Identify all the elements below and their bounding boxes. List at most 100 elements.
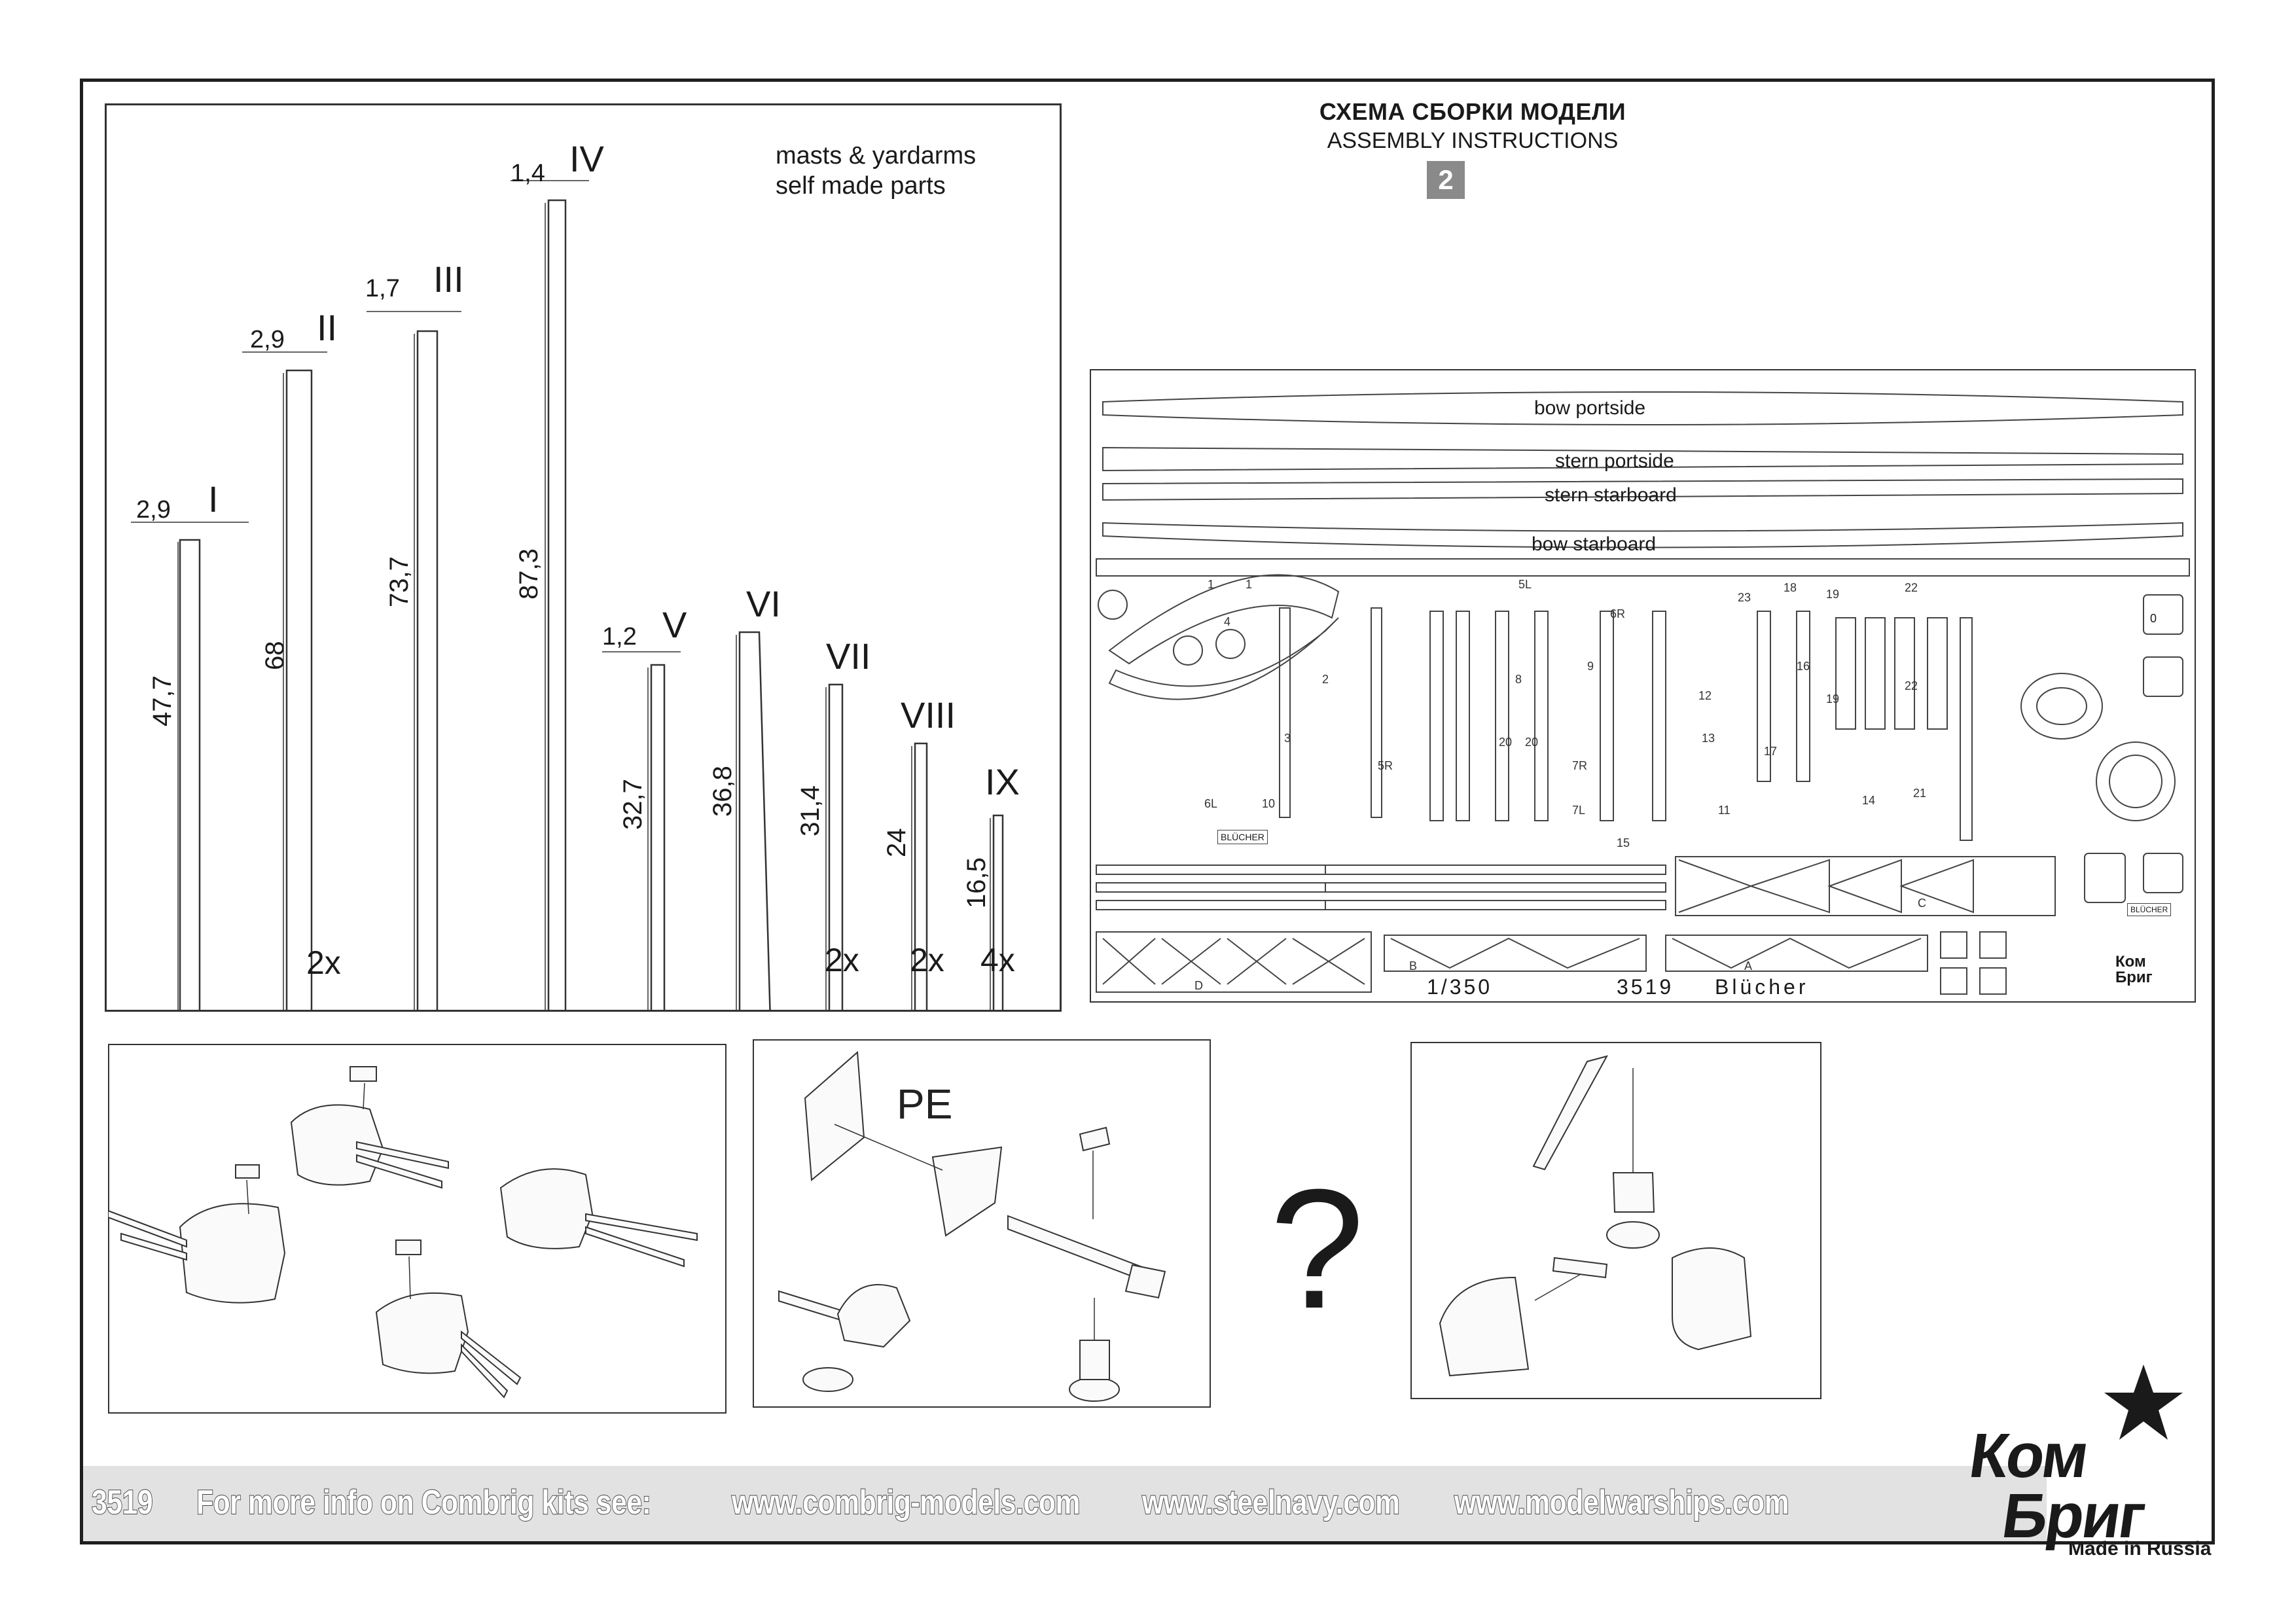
mast-numeral-9: IX	[985, 761, 1020, 802]
masts-note: masts & yardarms self made parts	[776, 141, 976, 201]
title-en: ASSEMBLY INSTRUCTIONS	[1327, 128, 1619, 153]
svg-text:11: 11	[1718, 804, 1731, 817]
footer-bar	[83, 1466, 2047, 1541]
pe-shield-bent	[931, 1146, 1003, 1237]
masts-note-line1: masts & yardarms	[776, 142, 977, 169]
svg-text:23: 23	[1738, 591, 1751, 604]
svg-text:8: 8	[1515, 673, 1522, 686]
svg-text:C: C	[1918, 897, 1926, 910]
gun-barrel	[1532, 1055, 1609, 1171]
mast-part-6	[738, 631, 771, 1012]
svg-text:A: A	[1744, 959, 1752, 972]
mast-length-4: 87,3	[514, 548, 543, 599]
stern-starboard-strip	[1102, 478, 2183, 501]
svg-text:10: 10	[1262, 797, 1275, 810]
footer-link-modelwarships[interactable]: www.modelwarships.com	[1454, 1483, 1789, 1522]
mast-length-8: 24	[882, 828, 911, 858]
gun-cradle	[1612, 1172, 1655, 1213]
mast-numeral-2: II	[317, 307, 338, 348]
mast-qty-1: 2x	[306, 944, 341, 981]
mast-length-2: 68	[260, 641, 289, 671]
pe-assembly-drawing	[778, 1050, 1166, 1402]
page-frame	[80, 79, 2215, 1544]
gun-mount-1	[1124, 1264, 1166, 1299]
mast-numeral-8: VIII	[901, 694, 956, 736]
mount-clip	[1079, 1126, 1111, 1152]
mast-part-9	[992, 814, 1004, 1012]
svg-text:19: 19	[1826, 588, 1839, 601]
mast-part-3	[416, 330, 439, 1012]
svg-text:20: 20	[1525, 736, 1538, 749]
turret-2	[179, 1203, 286, 1304]
mast-length-7: 31,4	[796, 785, 825, 836]
fret-label-stern-portside: stern portside	[1555, 450, 1674, 472]
fret-label-bow-portside: bow portside	[1534, 397, 1646, 419]
mast-numeral-6: VI	[746, 583, 781, 624]
truss-section-c	[1675, 856, 2056, 916]
footer-info: For more info on Combrig kits see:	[196, 1483, 651, 1522]
pe-label: PE	[897, 1080, 953, 1128]
mast-length-6: 36,8	[708, 766, 737, 817]
svg-text:6R: 6R	[1610, 607, 1625, 620]
svg-text:7L: 7L	[1572, 804, 1585, 817]
pe-shield-flat	[804, 1050, 865, 1181]
svg-text:12: 12	[1698, 689, 1712, 702]
gun-bracket	[1552, 1257, 1608, 1279]
mast-qty-8: 2x	[910, 942, 944, 978]
svg-text:13: 13	[1702, 732, 1715, 745]
gun-shield-right	[1672, 1247, 1752, 1351]
svg-text:D: D	[1194, 979, 1203, 992]
fret-ship-name: Blücher	[1715, 975, 1809, 999]
fret-nameplate-1: BLÜCHER	[1217, 830, 1268, 844]
mast-diameter-5: 1,2	[602, 623, 637, 651]
svg-text:21: 21	[1913, 787, 1926, 800]
truss-section-d	[1096, 931, 1372, 993]
unknown-step-mark: ?	[1270, 1154, 1365, 1344]
masts-panel	[105, 103, 1062, 1012]
svg-text:15: 15	[1617, 836, 1630, 849]
fret-label-stern-starboard: stern starboard	[1545, 484, 1677, 506]
pe-fret-panel	[1090, 369, 2196, 1003]
bow-starboard-strip	[1102, 522, 2183, 548]
mast-length-1: 47,7	[148, 675, 177, 726]
gun-mount-2	[836, 1284, 911, 1348]
svg-text:18: 18	[1784, 581, 1797, 594]
fret-kit-no: 3519	[1617, 975, 1674, 999]
mast-diameter-1: 2,9	[136, 496, 171, 524]
svg-text:1: 1	[1246, 578, 1252, 591]
stern-portside-strip	[1102, 446, 2183, 472]
mast-numeral-3: III	[433, 259, 464, 300]
mast-numeral-5: V	[662, 604, 687, 645]
mast-part-1	[179, 539, 201, 1012]
svg-text:B: B	[1409, 959, 1417, 972]
svg-text:4: 4	[1224, 615, 1230, 628]
svg-text:14: 14	[1862, 794, 1875, 807]
mast-numeral-7: VII	[826, 635, 871, 677]
svg-text:16: 16	[1797, 660, 1810, 673]
mast-numeral-1: I	[208, 478, 219, 520]
svg-text:19: 19	[1826, 692, 1839, 705]
svg-text:22: 22	[1905, 679, 1918, 692]
mast-length-5: 32,7	[619, 779, 647, 830]
footer-link-steelnavy[interactable]: www.steelnavy.com	[1141, 1483, 1401, 1522]
mast-length-9: 16,5	[962, 857, 991, 908]
mast-part-4	[547, 199, 567, 1012]
gun-barrel-1	[1007, 1215, 1146, 1283]
masts-diagram	[131, 180, 1004, 1012]
mast-diameter-4: 1,4	[511, 160, 545, 187]
footer-link-combrig[interactable]: www.combrig-models.com	[731, 1483, 1081, 1522]
logo-made-in: Made in Russia	[2068, 1538, 2212, 1560]
truss-section-b	[1384, 935, 1647, 972]
turret-4	[375, 1292, 469, 1374]
mast-qty-7: 2x	[825, 942, 859, 978]
mast-qty-9: 4x	[980, 942, 1015, 978]
gun-shield-left	[1439, 1276, 1530, 1377]
fret-nameplate-2: BLÜCHER	[2127, 903, 2172, 916]
svg-text:6L: 6L	[1204, 797, 1217, 810]
mast-length-3: 73,7	[385, 556, 414, 607]
svg-text:5L: 5L	[1518, 578, 1532, 591]
mast-part-5	[650, 664, 666, 1012]
fret-part-0-label: 0	[2150, 612, 2157, 625]
svg-text:7R: 7R	[1572, 759, 1587, 772]
svg-text:17: 17	[1764, 745, 1777, 758]
